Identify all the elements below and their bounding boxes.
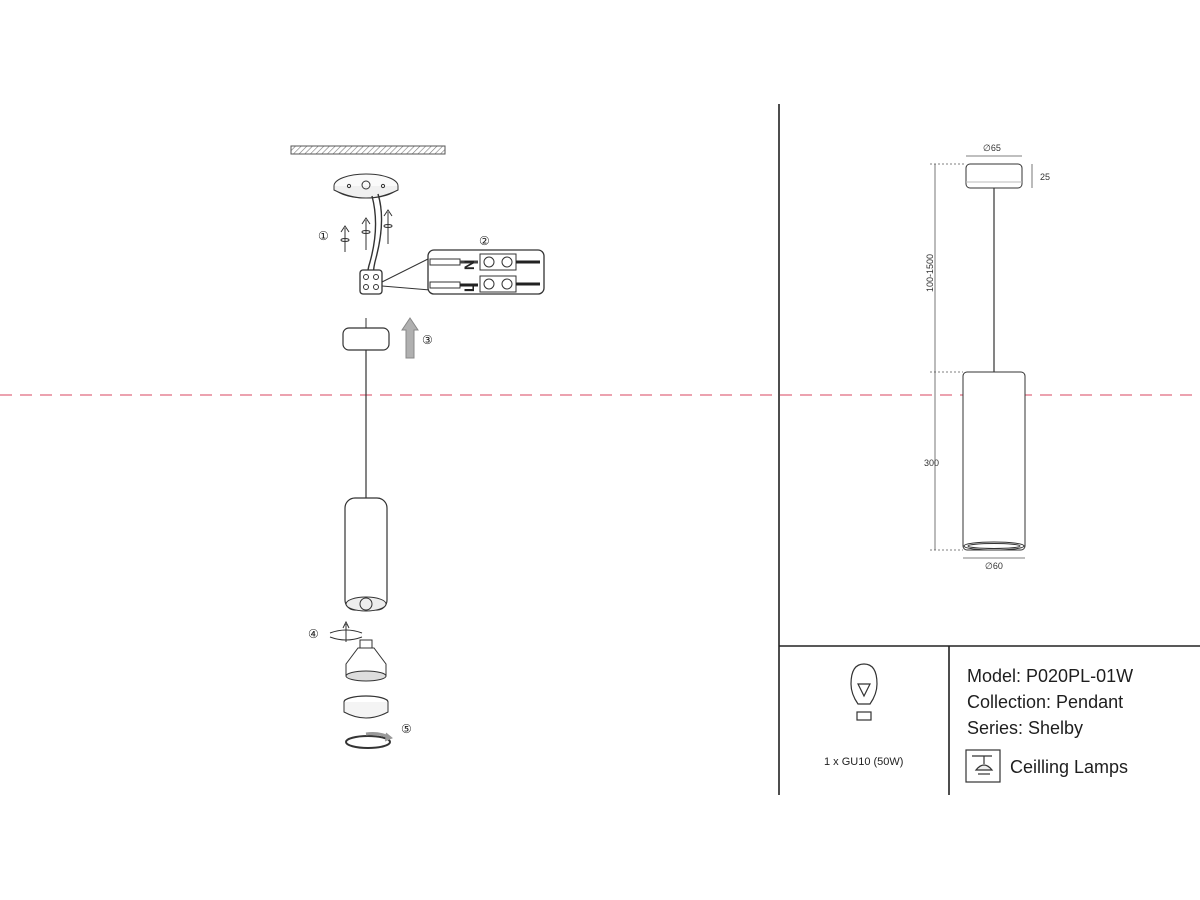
step-2-label: ② bbox=[479, 234, 490, 248]
step-1-label: ① bbox=[318, 229, 329, 243]
bulb-icon bbox=[850, 663, 878, 721]
bulb-caption: 1 x GU10 (50W) bbox=[824, 756, 904, 768]
category-label: Ceilling Lamps bbox=[1010, 757, 1129, 777]
screws bbox=[340, 209, 393, 252]
connector-block bbox=[359, 269, 383, 295]
ceiling-lamp-icon bbox=[965, 749, 1001, 783]
gu10-bulb bbox=[345, 639, 387, 682]
cable-length-label: 100-1500 bbox=[925, 253, 935, 292]
ceiling-hatch bbox=[290, 145, 446, 155]
lamp-body-install bbox=[344, 497, 388, 611]
step-4-label: ④ bbox=[308, 627, 319, 641]
rotate-icon bbox=[329, 620, 363, 642]
rotate-ring bbox=[345, 732, 393, 749]
dimension-drawing bbox=[930, 155, 1033, 559]
collection-label: Collection: Pendant bbox=[967, 692, 1124, 712]
canopy-diameter-label: ∅65 bbox=[983, 143, 1001, 153]
arrow-up-icon bbox=[401, 317, 419, 359]
panel-frames bbox=[778, 104, 1200, 795]
canopy-install bbox=[342, 327, 390, 351]
step-5-label: ⑤ bbox=[401, 722, 412, 736]
terminal-label-l: L bbox=[461, 283, 477, 292]
canopy-dim bbox=[965, 163, 1023, 189]
series-label: Series: Shelby bbox=[967, 718, 1084, 738]
body-diameter-label: ∅60 bbox=[985, 561, 1003, 571]
canopy-height-label: 25 bbox=[1040, 172, 1051, 182]
body-height-label: 300 bbox=[924, 458, 940, 468]
step-3-label: ③ bbox=[422, 333, 433, 347]
terminal-label-n: N bbox=[461, 259, 477, 270]
body-dim bbox=[962, 371, 1026, 551]
installation-drawing bbox=[290, 145, 545, 749]
model-label: Model: P020PL-01W bbox=[967, 666, 1134, 686]
